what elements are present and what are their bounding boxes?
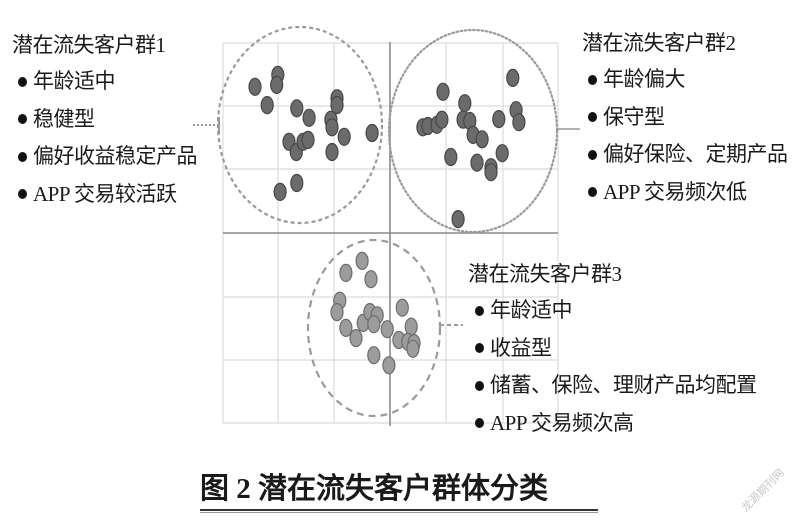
trait-item: APP 交易频次高	[468, 405, 757, 443]
cluster-3-point	[367, 346, 381, 365]
cluster-3-callout: 潜在流失客户群3 年龄适中 收益型 储蓄、保险、理财产品均配置 APP 交易频次…	[468, 256, 757, 442]
bullet-icon	[475, 418, 484, 429]
cluster-2-point	[492, 109, 506, 129]
bullet-icon	[475, 343, 484, 354]
bullet-icon	[18, 76, 27, 87]
bullet-icon	[588, 149, 597, 160]
cluster-1-point	[290, 173, 304, 193]
cluster-3-point	[406, 339, 420, 358]
cluster-1-point	[290, 99, 304, 118]
cluster-2-title: 潜在流失客户群2	[582, 31, 736, 55]
data-points	[248, 65, 526, 375]
trait-item: APP 交易频次低	[582, 174, 788, 212]
caption-underline-shadow	[200, 512, 598, 513]
cluster-2-point	[506, 68, 520, 88]
cluster-2-point	[512, 113, 526, 132]
bullet-icon	[588, 74, 597, 85]
figure-caption-text: 图 2 潜在流失客户群体分类	[200, 473, 549, 505]
cluster-1-point	[365, 123, 379, 143]
cluster-2-point	[451, 210, 465, 229]
figure-caption: 图 2 潜在流失客户群体分类	[200, 470, 598, 514]
cluster-2-point	[470, 153, 484, 172]
trait-item: 保守型	[582, 99, 788, 137]
bullet-icon	[18, 151, 27, 162]
cluster-3-point	[330, 303, 344, 322]
cluster-2-point	[435, 110, 449, 129]
cluster-3-point	[404, 317, 418, 336]
cluster-3-traits: 年龄适中 收益型 储蓄、保险、理财产品均配置 APP 交易频次高	[468, 292, 757, 442]
cluster-1-point	[301, 130, 315, 149]
cluster-3-point	[349, 329, 363, 348]
trait-item: 年龄偏大	[582, 61, 788, 99]
trait-item: 年龄适中	[12, 63, 197, 101]
bullet-icon	[475, 305, 484, 316]
cluster-1-point	[325, 118, 339, 137]
cluster-2-point	[475, 130, 489, 149]
trait-item: 稳健型	[12, 101, 197, 139]
cluster-3-point	[395, 298, 409, 317]
cluster-1-point	[270, 75, 284, 95]
trait-item: 年龄适中	[468, 292, 757, 330]
cluster-1-title: 潜在流失客户群1	[12, 33, 166, 57]
cluster-2-point	[495, 144, 509, 163]
cluster-1-point	[302, 108, 316, 127]
cluster-1-point	[248, 77, 262, 96]
cluster-3-connector	[439, 324, 463, 335]
cluster-2-point	[458, 94, 472, 113]
cluster-3-title: 潜在流失客户群3	[468, 262, 622, 286]
trait-item: APP 交易较活跃	[12, 176, 197, 214]
cluster-3-point	[380, 320, 394, 339]
trait-item: 偏好收益稳定产品	[12, 138, 198, 176]
cluster-1-boundary	[216, 25, 384, 225]
cluster-3-point	[382, 356, 396, 375]
cluster-2-boundary	[387, 28, 559, 234]
bullet-icon	[588, 112, 597, 123]
trait-item: 偏好保险、定期产品	[582, 136, 788, 174]
cluster-3-point	[339, 263, 353, 282]
cluster-1-connector	[193, 117, 220, 134]
cluster-3-point	[355, 251, 369, 270]
cluster-2-traits: 年龄偏大 保守型 偏好保险、定期产品 APP 交易频次低	[582, 61, 788, 211]
cluster-3-point	[367, 315, 381, 334]
bullet-icon	[18, 114, 27, 125]
cluster-1-traits: 年龄适中 稳健型 偏好收益稳定产品 APP 交易较活跃	[12, 63, 198, 214]
cluster-1-callout: 潜在流失客户群1 年龄适中 稳健型 偏好收益稳定产品 APP 交易较活跃	[12, 27, 198, 214]
bullet-icon	[475, 380, 484, 391]
cluster-2-point	[444, 147, 458, 167]
cluster-3-point	[364, 270, 378, 289]
cluster-1-point	[337, 127, 351, 146]
cluster-2-point	[484, 163, 498, 182]
cluster-3-point	[339, 318, 353, 337]
bullet-icon	[18, 189, 27, 200]
cluster-2-callout: 潜在流失客户群2 年龄偏大 保守型 偏好保险、定期产品 APP 交易频次低	[582, 25, 788, 211]
trait-item: 储蓄、保险、理财产品均配置	[468, 367, 757, 405]
bullet-icon	[588, 187, 597, 198]
cluster-1-point	[330, 95, 344, 115]
cluster-1-point	[325, 142, 339, 162]
cluster-1-point	[260, 95, 274, 115]
caption-underline	[200, 509, 598, 511]
cluster-1-point	[273, 182, 287, 201]
cluster-2-point	[436, 82, 450, 101]
trait-item: 收益型	[468, 330, 757, 368]
